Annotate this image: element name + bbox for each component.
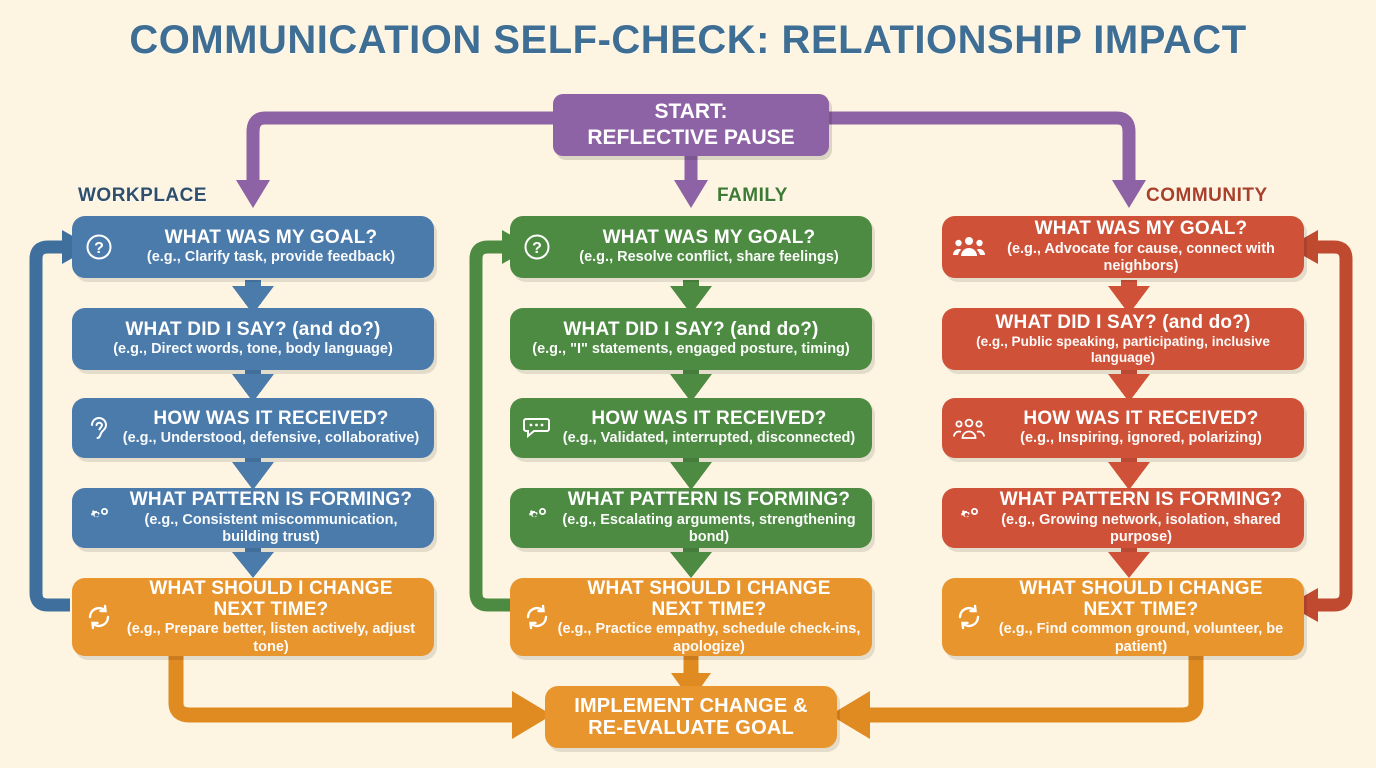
- node-title-line2: NEXT TIME?: [213, 599, 329, 621]
- node-title-line1: WHAT SHOULD I CHANGE: [149, 577, 393, 599]
- node-example: (e.g., Consistent miscommunication, buil…: [144, 511, 398, 546]
- node-example: (e.g., Public speaking, participating, i…: [976, 333, 1270, 366]
- column-step-arrows: [232, 280, 1150, 578]
- node-example: (e.g., "I" statements, engaged posture, …: [532, 341, 850, 358]
- final-node-line1: IMPLEMENT CHANGE &: [574, 694, 808, 717]
- column-header-workplace: WORKPLACE: [78, 185, 208, 206]
- node-community-change[interactable]: WHAT SHOULD I CHANGE NEXT TIME? (e.g., F…: [942, 578, 1304, 656]
- node-family-pattern[interactable]: WHAT PATTERN IS FORMING? (e.g., Escalati…: [510, 488, 872, 548]
- question-mark-circle-icon: ?: [82, 233, 116, 261]
- refresh-cycle-icon: [520, 603, 554, 631]
- node-example: (e.g., Growing network, isolation, share…: [1001, 511, 1281, 546]
- node-title: WHAT DID I SAY? (and do?): [995, 311, 1251, 333]
- node-title: WHAT WAS MY GOAL?: [602, 227, 816, 249]
- node-family-say[interactable]: WHAT DID I SAY? (and do?) (e.g., "I" sta…: [510, 308, 872, 370]
- node-example: (e.g., Prepare better, listen actively, …: [126, 621, 416, 655]
- svg-text:?: ?: [532, 240, 542, 257]
- refresh-cycle-icon: [952, 603, 986, 631]
- ear-icon: [82, 414, 116, 442]
- node-title: WHAT DID I SAY? (and do?): [563, 319, 819, 341]
- node-title: HOW WAS IT RECEIVED?: [153, 408, 389, 430]
- node-title-line1: WHAT SHOULD I CHANGE: [1019, 577, 1263, 599]
- node-community-goal[interactable]: WHAT WAS MY GOAL? (e.g., Advocate for ca…: [942, 216, 1304, 278]
- node-community-say[interactable]: WHAT DID I SAY? (and do?) (e.g., Public …: [942, 308, 1304, 370]
- node-title: WHAT WAS MY GOAL?: [164, 227, 378, 249]
- node-title: WHAT WAS MY GOAL?: [1034, 218, 1248, 240]
- gears-icon: [520, 505, 554, 531]
- node-workplace-received[interactable]: HOW WAS IT RECEIVED? (e.g., Understood, …: [72, 398, 434, 458]
- node-example: (e.g., Inspiring, ignored, polarizing): [1020, 430, 1262, 447]
- node-title: WHAT PATTERN IS FORMING?: [567, 489, 851, 511]
- final-node-line2: RE-EVALUATE GOAL: [588, 717, 794, 739]
- node-example: (e.g., Resolve conflict, share feelings): [579, 249, 839, 266]
- start-branch-connectors: [236, 111, 1146, 208]
- node-title: WHAT PATTERN IS FORMING?: [129, 489, 413, 511]
- question-mark-circle-icon: ?: [520, 233, 554, 261]
- node-workplace-pattern[interactable]: WHAT PATTERN IS FORMING? (e.g., Consiste…: [72, 488, 434, 548]
- node-title: WHAT DID I SAY? (and do?): [125, 319, 381, 341]
- column-header-family: FAMILY: [717, 185, 788, 206]
- node-example: (e.g., Practice empathy, schedule check-…: [557, 621, 861, 655]
- node-title: HOW WAS IT RECEIVED?: [591, 408, 827, 430]
- node-example: (e.g., Validated, interrupted, disconnec…: [562, 430, 856, 447]
- node-example: (e.g., Clarify task, provide feedback): [146, 249, 396, 266]
- start-node-line2: REFLECTIVE PAUSE: [587, 126, 795, 149]
- speech-bubble-icon: [520, 415, 554, 441]
- crowd-icon: [952, 416, 986, 440]
- node-workplace-change[interactable]: WHAT SHOULD I CHANGE NEXT TIME? (e.g., P…: [72, 578, 434, 656]
- node-family-change[interactable]: WHAT SHOULD I CHANGE NEXT TIME? (e.g., P…: [510, 578, 872, 656]
- refresh-cycle-icon: [82, 603, 116, 631]
- node-workplace-goal[interactable]: ? WHAT WAS MY GOAL? (e.g., Clarify task,…: [72, 216, 434, 278]
- page-title: COMMUNICATION SELF-CHECK: RELATIONSHIP I…: [129, 18, 1247, 62]
- start-node-line1: START:: [654, 99, 728, 123]
- node-title-line1: WHAT SHOULD I CHANGE: [587, 577, 831, 599]
- node-title: WHAT PATTERN IS FORMING?: [999, 489, 1283, 511]
- gears-icon: [82, 505, 116, 531]
- node-title-line2: NEXT TIME?: [1083, 599, 1199, 621]
- node-workplace-say[interactable]: WHAT DID I SAY? (and do?) (e.g., Direct …: [72, 308, 434, 370]
- node-title: HOW WAS IT RECEIVED?: [1023, 408, 1259, 430]
- node-community-pattern[interactable]: WHAT PATTERN IS FORMING? (e.g., Growing …: [942, 488, 1304, 548]
- gears-icon: [952, 505, 986, 531]
- node-family-received[interactable]: HOW WAS IT RECEIVED? (e.g., Validated, i…: [510, 398, 872, 458]
- node-family-goal[interactable]: ? WHAT WAS MY GOAL? (e.g., Resolve confl…: [510, 216, 872, 278]
- node-example: (e.g., Advocate for cause, connect with …: [1007, 240, 1275, 275]
- final-node[interactable]: IMPLEMENT CHANGE & RE-EVALUATE GOAL: [545, 686, 837, 748]
- people-group-icon: [952, 235, 986, 259]
- start-node[interactable]: START: REFLECTIVE PAUSE: [553, 94, 829, 156]
- column-header-community: COMMUNITY: [1146, 185, 1268, 206]
- svg-text:?: ?: [94, 240, 104, 257]
- node-example: (e.g., Direct words, tone, body language…: [113, 341, 393, 358]
- node-title-line2: NEXT TIME?: [651, 599, 767, 621]
- node-example: (e.g., Understood, defensive, collaborat…: [122, 430, 420, 447]
- node-example: (e.g., Escalating arguments, strengtheni…: [562, 511, 856, 546]
- node-community-received[interactable]: HOW WAS IT RECEIVED? (e.g., Inspiring, i…: [942, 398, 1304, 458]
- node-example: (e.g., Find common ground, volunteer, be…: [998, 621, 1284, 655]
